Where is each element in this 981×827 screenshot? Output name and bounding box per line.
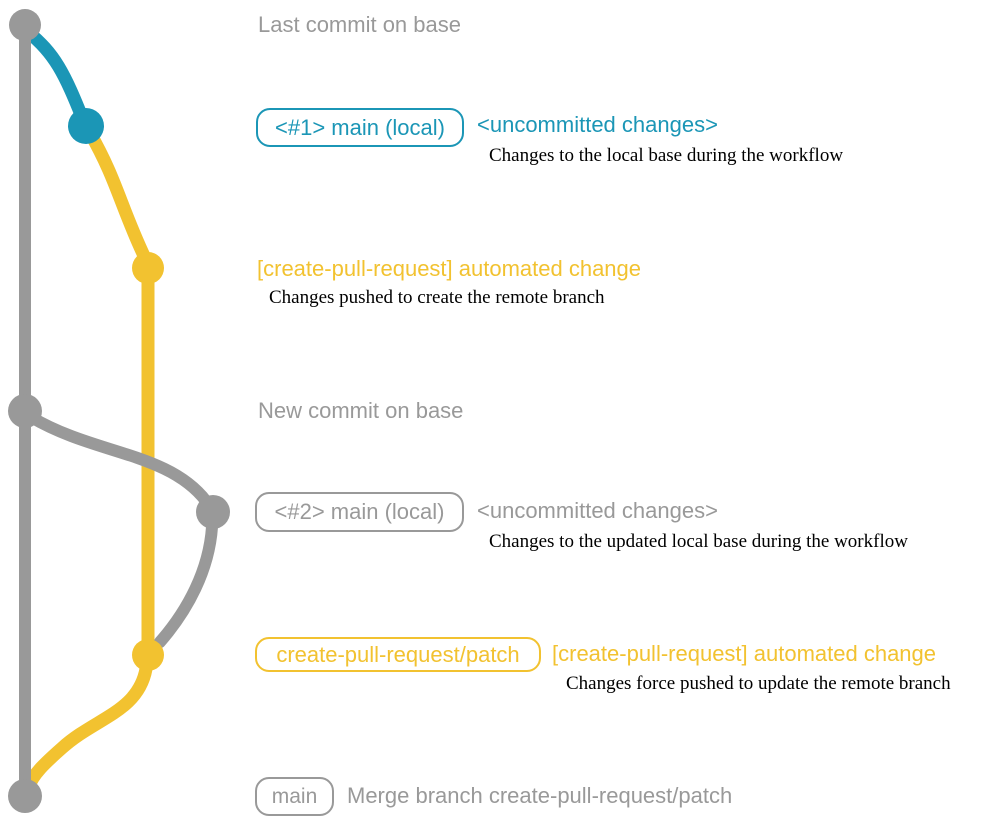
- commit-dot-new-base: [8, 394, 42, 428]
- description-force-push: Changes force pushed to update the remot…: [566, 673, 951, 694]
- patch-branch-top-curve: [83, 126, 153, 267]
- badge-main-local-1: <#1> main (local): [256, 108, 464, 147]
- badge-main: main: [255, 777, 334, 816]
- automated-change-note-1: [create-pull-request] automated change: [257, 256, 642, 281]
- description-push-create: Changes pushed to create the remote bran…: [269, 287, 605, 308]
- commit-dot-merge: [8, 779, 42, 813]
- description-local-base: Changes to the local base during the wor…: [489, 145, 844, 166]
- merge-commit-message: Merge branch create-pull-request/patch: [347, 783, 733, 808]
- badge-main-local-2: <#2> main (local): [255, 492, 464, 532]
- commit-dot-automated-2: [132, 639, 164, 671]
- uncommitted-changes-note-1: <uncommitted changes>: [477, 112, 718, 137]
- description-updated-local-base: Changes to the updated local base during…: [489, 531, 908, 552]
- new-commit-label: New commit on base: [258, 398, 464, 423]
- badge-patch-branch: create-pull-request/patch: [255, 637, 541, 672]
- main-local-branch-curve: [20, 24, 91, 129]
- uncommitted-changes-note-2: <uncommitted changes>: [477, 498, 718, 523]
- commit-dot-uncommitted-1: [68, 108, 104, 144]
- base-to-local-main-curve: [25, 411, 212, 507]
- commit-dot-last-base: [9, 9, 41, 41]
- automated-change-note-2: [create-pull-request] automated change: [552, 641, 937, 666]
- local-main-to-patch-curve: [154, 521, 218, 648]
- commit-dot-uncommitted-2: [196, 495, 230, 529]
- commit-dot-automated-1: [132, 252, 164, 284]
- patch-merge-curve: [21, 662, 153, 795]
- last-commit-label: Last commit on base: [258, 12, 461, 37]
